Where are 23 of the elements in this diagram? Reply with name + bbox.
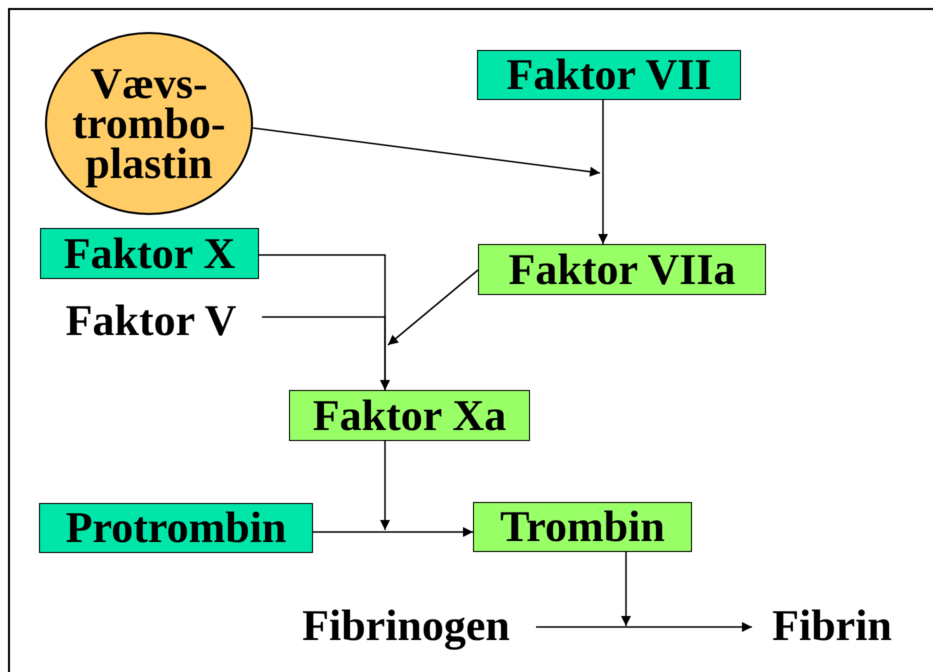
factor-box xyxy=(473,502,692,552)
factor-box xyxy=(478,244,766,295)
factor-label: Faktor Xa xyxy=(312,394,506,438)
factor-label: Fibrinogen xyxy=(276,601,536,651)
factor-label: Protrombin xyxy=(66,506,286,550)
arrow xyxy=(598,100,608,244)
factor-label: Faktor V xyxy=(40,296,262,346)
factor-box xyxy=(477,50,741,100)
arrow xyxy=(252,127,600,177)
arrow xyxy=(262,316,390,390)
factor-box xyxy=(289,390,530,441)
factor-box xyxy=(39,503,313,553)
factor-label: Fibrin xyxy=(752,601,912,651)
arrow xyxy=(388,269,478,346)
factor-label: Faktor VIIa xyxy=(508,248,736,292)
arrow xyxy=(536,622,752,632)
arrow xyxy=(380,441,390,530)
factor-label: Faktor X xyxy=(64,232,236,276)
factor-box xyxy=(40,228,259,279)
factor-label: Trombin xyxy=(500,505,665,549)
factor-label: Faktor VII xyxy=(506,53,712,97)
arrow xyxy=(621,552,631,626)
arrow xyxy=(313,527,473,537)
